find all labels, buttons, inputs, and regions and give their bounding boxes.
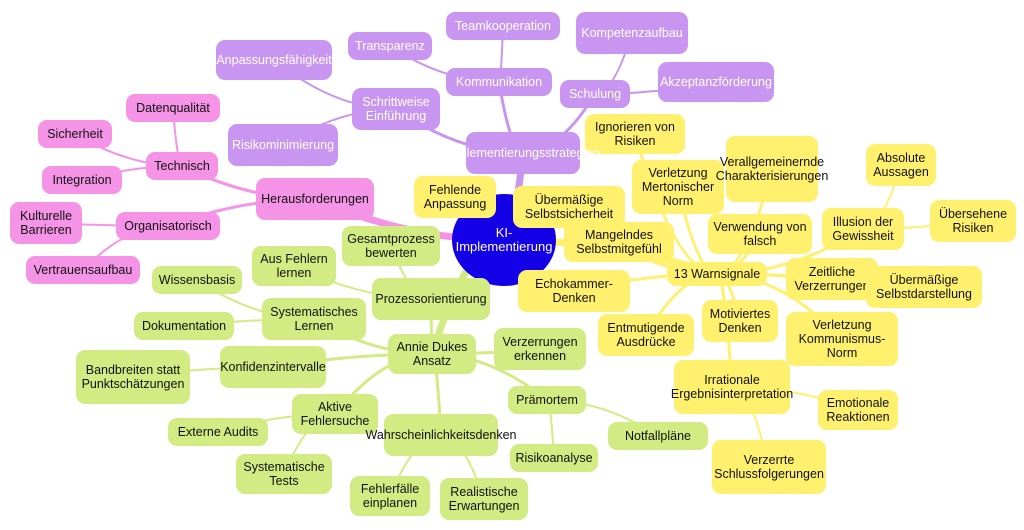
dukes-prozessorientierung[interactable]: Prozessorientierung <box>372 278 490 320</box>
warn-verwendung-von-falsch[interactable]: Verwendung von falsch <box>708 214 812 254</box>
dukes-wissensbasis[interactable]: Wissensbasis <box>152 266 242 294</box>
dukes-bandbreiten-statt-punktschaetzungen[interactable]: Bandbreiten statt Punktschätzungen <box>76 350 190 404</box>
warn-uebermaessige-selbstdarstellung[interactable]: Übermäßige Selbstdarstellung <box>866 266 982 308</box>
her-technisch[interactable]: Technisch <box>146 152 218 180</box>
branch-herausforderungen[interactable]: Herausforderungen <box>256 178 374 220</box>
dukes-risikoanalyse[interactable]: Risikoanalyse <box>510 444 598 472</box>
strat-schulung[interactable]: Schulung <box>560 80 630 108</box>
her-kulturelle-barrieren[interactable]: Kulturelle Barrieren <box>10 202 82 244</box>
dukes-praemortem[interactable]: Prämortem <box>508 386 586 414</box>
dukes-aus-fehlern-lernen[interactable]: Aus Fehlern lernen <box>252 246 336 286</box>
warn-irrationale-ergebnisinterpretation[interactable]: Irrationale Ergebnisinterpretation <box>671 360 793 414</box>
warn-mertonische-norm[interactable]: Verletzung Mertonischer Norm <box>632 160 724 214</box>
strat-kommunikation[interactable]: Kommunikation <box>446 68 552 96</box>
strat-anpassungsfaehigkeit[interactable]: Anpassungsfähigkeit <box>216 40 332 80</box>
her-organisatorisch[interactable]: Organisatorisch <box>116 212 220 240</box>
warn-verallgemeinernde-charakterisierungen[interactable]: Verallgemeinernde Charakterisierungen <box>716 136 828 202</box>
strat-akzeptanzfoerderung[interactable]: Akzeptanzförderung <box>658 62 774 102</box>
warn-uebermaessige-selbstsicherheit[interactable]: Übermäßige Selbstsicherheit <box>513 186 625 228</box>
warn-motiviertes-denken[interactable]: Motiviertes Denken <box>702 300 778 342</box>
strat-teamkooperation[interactable]: Teamkooperation <box>446 12 560 40</box>
dukes-verzerrungen-erkennen[interactable]: Verzerrungen erkennen <box>494 328 586 370</box>
dukes-gesamtprozess-bewerten[interactable]: Gesamtprozess bewerten <box>342 226 440 266</box>
strat-fehlende-anpassung[interactable]: Fehlende Anpassung <box>414 176 496 218</box>
warn-kommunismus-norm[interactable]: Verletzung Kommunismus-Norm <box>786 312 898 366</box>
her-integration[interactable]: Integration <box>42 166 122 194</box>
branch-warnsignale[interactable]: 13 Warnsignale <box>667 262 767 286</box>
strat-risikominimierung[interactable]: Risikominimierung <box>228 124 338 166</box>
her-datenqualitaet[interactable]: Datenqualität <box>126 94 220 122</box>
her-sicherheit[interactable]: Sicherheit <box>38 120 112 148</box>
warn-ignorieren-risiken[interactable]: Ignorieren von Risiken <box>585 114 685 154</box>
warn-zeitliche-verzerrungen[interactable]: Zeitliche Verzerrungen <box>786 258 878 300</box>
dukes-systematisches-lernen[interactable]: Systematisches Lernen <box>262 298 366 340</box>
warn-entmutigende-ausdruecke[interactable]: Entmutigende Ausdrücke <box>598 314 694 356</box>
dukes-notfallplaene[interactable]: Notfallpläne <box>608 422 708 450</box>
her-vertrauensaufbau[interactable]: Vertrauensaufbau <box>26 256 140 284</box>
dukes-systematische-tests[interactable]: Systematische Tests <box>236 454 332 494</box>
dukes-externe-audits[interactable]: Externe Audits <box>168 418 268 446</box>
warn-absolute-aussagen[interactable]: Absolute Aussagen <box>866 144 936 186</box>
warn-echokammer-denken[interactable]: Echokammer-Denken <box>518 270 630 312</box>
dukes-fehlerfaelle-einplanen[interactable]: Fehlerfälle einplanen <box>350 476 430 516</box>
dukes-aktive-fehlersuche[interactable]: Aktive Fehlersuche <box>292 394 378 434</box>
warn-selbstmitgefuehl[interactable]: Mangelndes Selbstmitgefühl <box>564 222 674 262</box>
warn-verzerrte-schlussfolgerungen[interactable]: Verzerrte Schlussfolgerungen <box>712 440 826 494</box>
strat-transparenz[interactable]: Transparenz <box>348 32 432 60</box>
branch-annie-dukes-ansatz[interactable]: Annie Dukes Ansatz <box>388 334 476 374</box>
strat-kompetenzaufbau[interactable]: Kompetenzaufbau <box>576 12 688 54</box>
warn-emotionale-reaktionen[interactable]: Emotionale Reaktionen <box>818 390 898 430</box>
warn-uebersehene-risiken[interactable]: Übersehene Risiken <box>930 200 1016 242</box>
dukes-realistische-erwartungen[interactable]: Realistische Erwartungen <box>440 478 528 520</box>
dukes-wahrscheinlichkeitsdenken[interactable]: Wahrscheinlichkeitsdenken <box>366 414 517 456</box>
warn-illusion-gewissheit[interactable]: Illusion der Gewissheit <box>822 208 904 250</box>
branch-implementierungsstrategien[interactable]: Implementierungsstrategien <box>446 132 600 174</box>
dukes-konfidenzintervalle[interactable]: Konfidenzintervalle <box>220 346 326 388</box>
strat-schrittweise-einfuehrung[interactable]: Schrittweise Einführung <box>352 88 440 130</box>
dukes-dokumentation[interactable]: Dokumentation <box>134 312 234 340</box>
